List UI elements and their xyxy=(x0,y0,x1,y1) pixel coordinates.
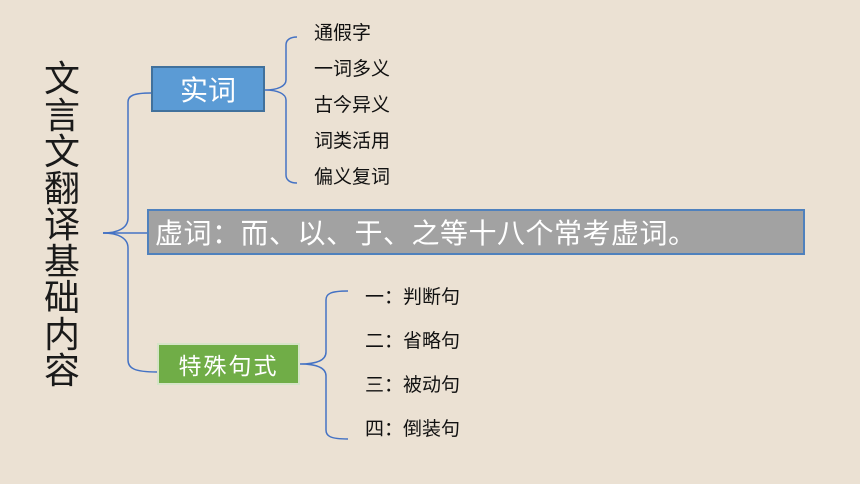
teshu-item: 二：省略句 xyxy=(365,330,461,352)
teshu-item: 三：被动句 xyxy=(365,374,461,396)
teshu-item: 四：倒装句 xyxy=(365,418,461,440)
shici-box: 实词 xyxy=(151,66,265,112)
main-brace xyxy=(102,92,152,234)
vertical-title: 文言文翻译基础内容 xyxy=(43,59,80,392)
shici-item: 偏义复词 xyxy=(314,166,391,188)
shici-item: 古今异义 xyxy=(314,94,391,116)
teshu-brace xyxy=(299,290,349,440)
xuci-box: 虚词：而、以、于、之等十八个常考虚词。 xyxy=(147,209,805,255)
shici-item: 通假字 xyxy=(314,22,372,44)
shici-item: 词类活用 xyxy=(314,130,391,152)
shici-item: 一词多义 xyxy=(314,58,391,80)
main-brace-lower xyxy=(102,232,158,373)
teshu-box: 特殊句式 xyxy=(157,343,300,385)
teshu-item: 一：判断句 xyxy=(365,286,461,308)
shici-brace xyxy=(264,36,298,184)
